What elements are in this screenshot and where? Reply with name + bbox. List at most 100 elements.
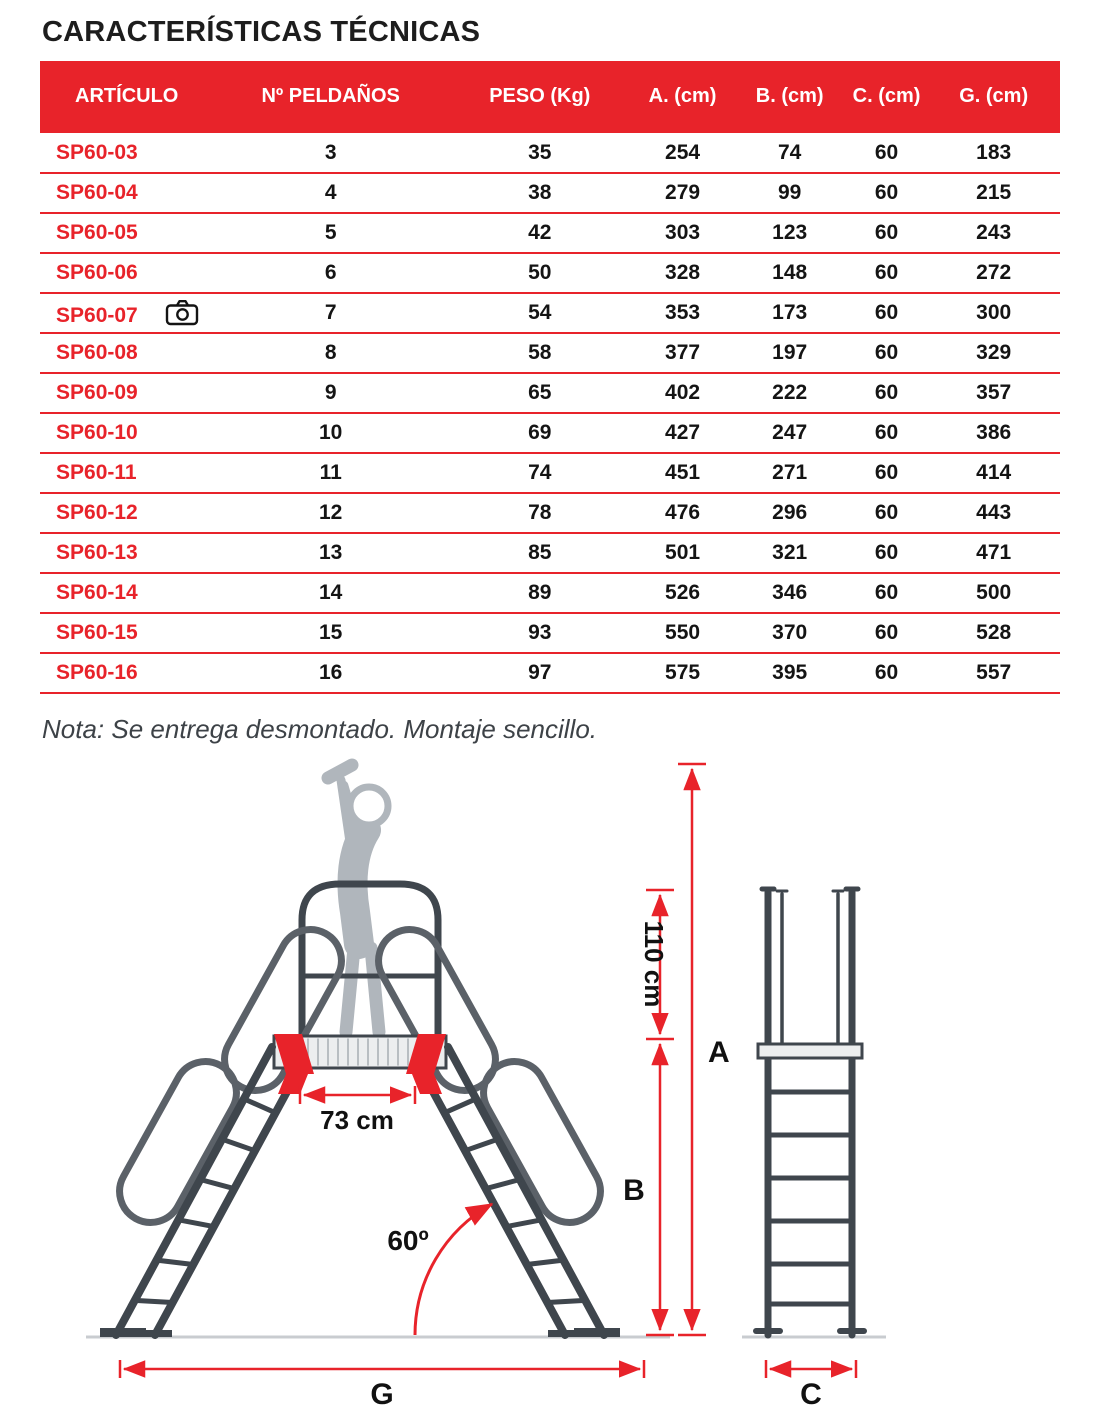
value-cell: 99 — [733, 173, 846, 214]
value-cell: 427 — [631, 413, 734, 454]
value-cell: 272 — [927, 253, 1060, 294]
articulo-cell: SP60-06 — [40, 253, 214, 294]
ladder-side-view — [753, 886, 867, 1339]
value-cell: 10 — [213, 413, 448, 454]
articulo-cell: SP60-15 — [40, 613, 214, 654]
value-cell: 501 — [631, 533, 734, 574]
value-cell: 38 — [447, 173, 632, 214]
value-cell: 451 — [631, 453, 734, 494]
value-cell: 60 — [845, 613, 928, 654]
value-cell: 296 — [733, 493, 846, 534]
value-cell: 357 — [927, 373, 1060, 414]
dim-label-top-height: 110 cm — [639, 921, 669, 1008]
angle-arc — [413, 1202, 494, 1336]
articulo-cell: SP60-10 — [40, 413, 214, 454]
articulo-code: SP60-06 — [56, 261, 138, 284]
value-cell: 476 — [631, 493, 734, 534]
articulo-cell: SP60-12 — [40, 493, 214, 534]
articulo-cell: SP60-13 — [40, 533, 214, 574]
value-cell: 7 — [213, 293, 448, 334]
value-cell: 65 — [447, 373, 632, 414]
articulo-code: SP60-03 — [56, 140, 138, 164]
articulo-code: SP60-11 — [56, 461, 137, 484]
value-cell: 11 — [213, 453, 448, 494]
dim-label-c: C — [800, 1378, 822, 1411]
value-cell: 60 — [845, 413, 928, 454]
articulo-cell: SP60-16 — [40, 653, 214, 694]
value-cell: 3 — [213, 133, 448, 174]
note-text: Nota: Se entrega desmontado. Montaje sen… — [42, 714, 598, 744]
dimension-platform-width — [298, 1086, 417, 1104]
value-cell: 443 — [927, 493, 1060, 534]
value-cell: 377 — [631, 333, 734, 374]
value-cell: 6 — [213, 253, 448, 294]
value-cell: 50 — [447, 253, 632, 294]
platform-brackets — [274, 1034, 446, 1094]
articulo-code: SP60-14 — [56, 581, 138, 604]
articulo-code: SP60-04 — [56, 181, 138, 204]
value-cell: 8 — [213, 333, 448, 374]
dimension-a — [678, 762, 706, 1337]
value-cell: 60 — [845, 453, 928, 494]
articulo-cell: SP60-03 — [40, 133, 214, 174]
value-cell: 14 — [213, 573, 448, 614]
camera-icon[interactable] — [164, 299, 200, 327]
value-cell: 35 — [447, 133, 632, 174]
value-cell: 528 — [927, 613, 1060, 654]
value-cell: 222 — [733, 373, 846, 414]
value-cell: 60 — [845, 213, 928, 254]
value-cell: 69 — [447, 413, 632, 454]
value-cell: 321 — [733, 533, 846, 574]
value-cell: 254 — [631, 133, 734, 174]
articulo-cell: SP60-07 — [40, 293, 214, 334]
articulo-cell: SP60-08 — [40, 333, 214, 374]
value-cell: 58 — [447, 333, 632, 374]
value-cell: 243 — [927, 213, 1060, 254]
articulo-code: SP60-10 — [56, 421, 138, 444]
value-cell: 300 — [927, 293, 1060, 334]
value-cell: 4 — [213, 173, 448, 214]
articulo-cell: SP60-05 — [40, 213, 214, 254]
value-cell: 60 — [845, 373, 928, 414]
articulo-code: SP60-16 — [56, 661, 138, 684]
value-cell: 60 — [845, 333, 928, 374]
value-cell: 9 — [213, 373, 448, 414]
articulo-cell: SP60-04 — [40, 173, 214, 214]
value-cell: 93 — [447, 613, 632, 654]
value-cell: 346 — [733, 573, 846, 614]
value-cell: 402 — [631, 373, 734, 414]
column-header-3: A. (cm) — [631, 61, 734, 133]
value-cell: 575 — [631, 653, 734, 694]
dimension-g — [118, 1360, 646, 1378]
column-header-1: Nº PELDAÑOS — [213, 61, 448, 133]
assembly-diagram: 73 cm 110 cm B A G C 60º — [86, 758, 886, 1411]
dim-label-platform-width: 73 cm — [320, 1105, 394, 1135]
column-header-4: B. (cm) — [733, 61, 846, 133]
articulo-code: SP60-15 — [56, 621, 138, 644]
value-cell: 329 — [927, 333, 1060, 374]
dim-label-b: B — [623, 1174, 645, 1207]
value-cell: 303 — [631, 213, 734, 254]
column-header-0: ARTÍCULO — [40, 61, 214, 133]
value-cell: 74 — [447, 453, 632, 494]
value-cell: 78 — [447, 493, 632, 534]
value-cell: 183 — [927, 133, 1060, 174]
articulo-code: SP60-07 — [56, 303, 138, 327]
column-header-5: C. (cm) — [845, 61, 928, 133]
value-cell: 89 — [447, 573, 632, 614]
value-cell: 215 — [927, 173, 1060, 214]
value-cell: 148 — [733, 253, 846, 294]
value-cell: 15 — [213, 613, 448, 654]
articulo-cell: SP60-09 — [40, 373, 214, 414]
articulo-code: SP60-08 — [56, 341, 138, 364]
